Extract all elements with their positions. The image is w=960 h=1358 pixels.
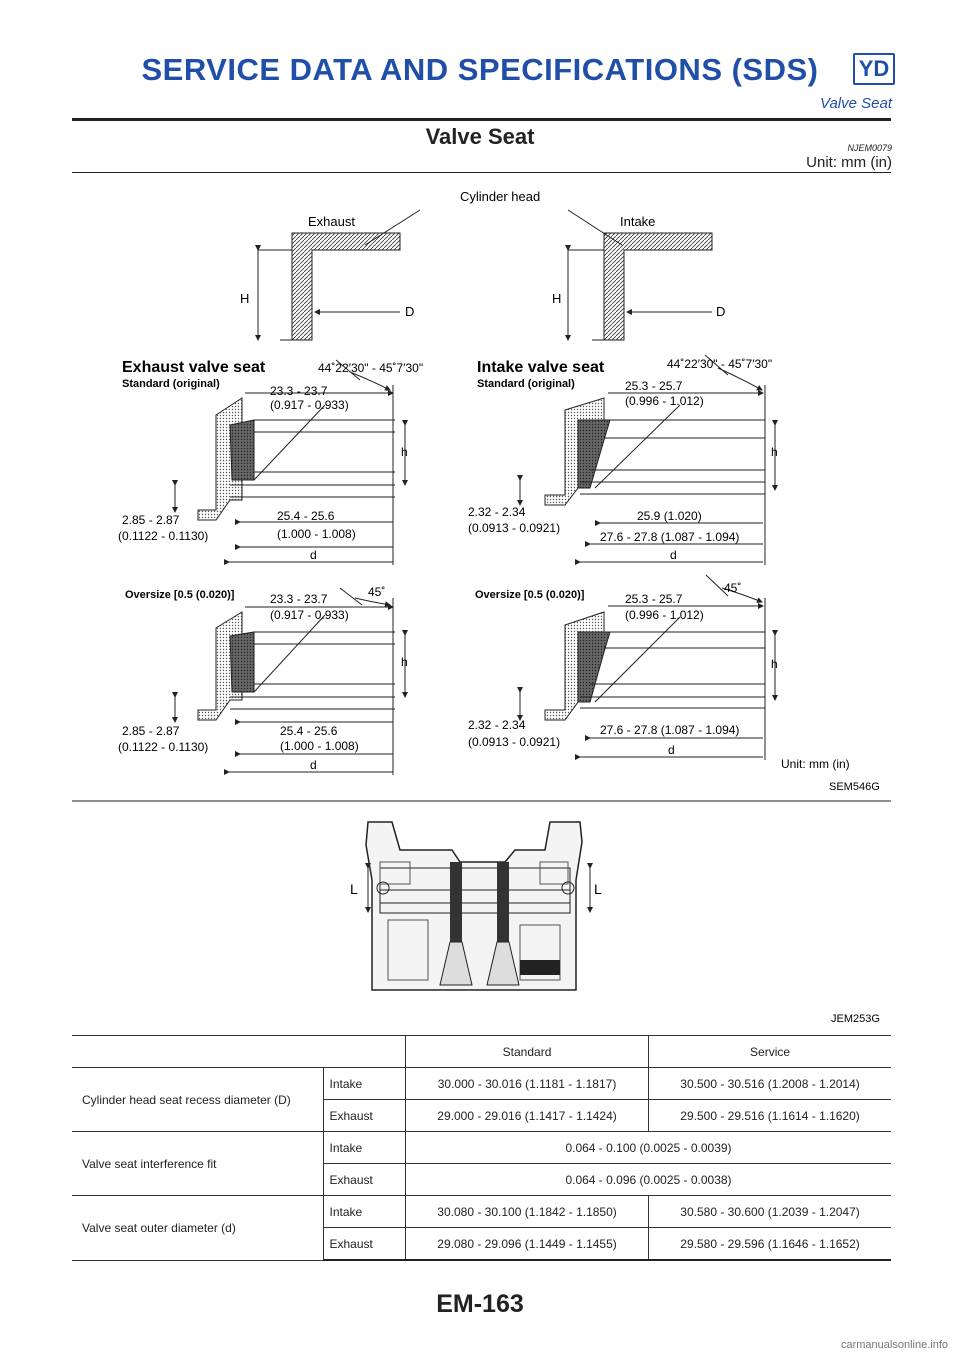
- svg-text:44˚22′30" - 45˚7′30": 44˚22′30" - 45˚7′30": [318, 361, 423, 375]
- label-h-intake: H: [552, 291, 561, 306]
- page-number: EM-163: [436, 1290, 524, 1318]
- svg-text:h: h: [401, 445, 408, 459]
- svg-text:23.3 - 23.7: 23.3 - 23.7: [270, 592, 328, 606]
- label-exhaust: Exhaust: [308, 214, 355, 229]
- section-rule: [72, 172, 891, 173]
- cylinder-head-section: Cylinder head Exhaust Intake H H D D: [240, 189, 725, 341]
- exhaust-oversize-seat: 45˚ 23.3 - 23.7 (0.917 - 0.933) h 2.85 -…: [118, 585, 408, 775]
- label-d-exhaust: D: [405, 304, 414, 319]
- svg-text:25.4 - 25.6: 25.4 - 25.6: [280, 724, 338, 738]
- svg-text:(0.1122 - 0.1130): (0.1122 - 0.1130): [118, 529, 208, 543]
- row-outer-diameter: Valve seat outer diameter (d): [72, 1195, 323, 1261]
- row-interference-fit: Valve seat interference fit: [72, 1131, 323, 1196]
- exhaust-title: Exhaust valve seat: [122, 359, 266, 376]
- svg-text:(0.0913 - 0.0921): (0.0913 - 0.0921): [468, 735, 560, 749]
- svg-text:25.9 (1.020): 25.9 (1.020): [637, 509, 702, 523]
- figure2-id: JEM253G: [831, 1013, 880, 1025]
- section-unit: Unit: mm (in): [806, 154, 892, 171]
- label-intake: Intake: [620, 214, 655, 229]
- svg-text:25.3 - 25.7: 25.3 - 25.7: [625, 592, 683, 606]
- svg-text:27.6 - 27.8 (1.087 - 1.094): 27.6 - 27.8 (1.087 - 1.094): [600, 723, 739, 737]
- svg-text:d: d: [310, 548, 317, 562]
- svg-text:h: h: [771, 445, 778, 459]
- intake-standard-seat: 44˚22′30" - 45˚7′30" 25.3 - 25.7 (0.996 …: [468, 354, 778, 565]
- intake-title: Intake valve seat: [477, 359, 605, 376]
- label-cylinder-head: Cylinder head: [460, 189, 540, 204]
- intake-oversize: Oversize [0.5 (0.020)]: [475, 589, 585, 601]
- intake-oversize-seat: 45˚ 25.3 - 25.7 (0.996 - 1.012) h 2.32 -…: [468, 574, 850, 771]
- svg-text:23.3 - 23.7: 23.3 - 23.7: [270, 384, 328, 398]
- svg-text:(0.1122 - 0.1130): (0.1122 - 0.1130): [118, 740, 208, 754]
- row-recess-diameter: Cylinder head seat recess diameter (D): [72, 1067, 323, 1132]
- svg-text:(0.996 - 1.012): (0.996 - 1.012): [625, 394, 704, 408]
- svg-text:h: h: [401, 655, 408, 669]
- svg-text:(0.917 - 0.933): (0.917 - 0.933): [270, 398, 349, 412]
- svg-text:(1.000 - 1.008): (1.000 - 1.008): [277, 527, 356, 541]
- svg-text:h: h: [771, 657, 778, 671]
- section-title: Valve Seat: [425, 124, 535, 149]
- svg-text:2.32 - 2.34: 2.32 - 2.34: [468, 718, 526, 732]
- svg-text:2.85 - 2.87: 2.85 - 2.87: [122, 513, 180, 527]
- svg-text:45˚: 45˚: [368, 585, 385, 599]
- engine-badge: YD: [853, 53, 895, 85]
- label-l-right: L: [594, 881, 602, 897]
- label-h-exhaust: H: [240, 291, 249, 306]
- exhaust-standard: Standard (original): [122, 378, 220, 390]
- svg-text:45˚: 45˚: [724, 581, 741, 595]
- figure1-id: SEM546G: [829, 781, 880, 793]
- svg-text:(1.000 - 1.008): (1.000 - 1.008): [280, 739, 359, 753]
- svg-text:(0.0913 - 0.0921): (0.0913 - 0.0921): [468, 521, 560, 535]
- label-d-intake: D: [716, 304, 725, 319]
- col-service: Service: [648, 1035, 891, 1068]
- header-title: SERVICE DATA AND SPECIFICATIONS (SDS): [141, 52, 819, 87]
- svg-text:(0.917 - 0.933): (0.917 - 0.933): [270, 608, 349, 622]
- svg-text:25.4 - 25.6: 25.4 - 25.6: [277, 509, 335, 523]
- section-code: NJEM0079: [847, 143, 892, 153]
- valve-seat-spec-table: Standard Service Cylinder head seat rece…: [72, 1035, 891, 1261]
- watermark: carmanualsonline.info: [840, 1339, 948, 1351]
- col-standard: Standard: [404, 1035, 649, 1068]
- exhaust-oversize: Oversize [0.5 (0.020)]: [125, 589, 235, 601]
- intake-standard: Standard (original): [477, 378, 575, 390]
- svg-text:d: d: [310, 758, 317, 772]
- svg-text:2.32 - 2.34: 2.32 - 2.34: [468, 505, 526, 519]
- figure-unit: Unit: mm (in): [781, 757, 850, 771]
- svg-text:2.85 - 2.87: 2.85 - 2.87: [122, 724, 180, 738]
- svg-text:44˚22′30" - 45˚7′30": 44˚22′30" - 45˚7′30": [667, 357, 772, 371]
- label-l-left: L: [350, 881, 358, 897]
- svg-text:d: d: [668, 743, 675, 757]
- header-rule: [72, 118, 891, 121]
- svg-text:25.3 - 25.7: 25.3 - 25.7: [625, 379, 683, 393]
- exhaust-standard-seat: 44˚22′30" - 45˚7′30" 23.3 - 23.7 (0.917 …: [118, 359, 423, 565]
- svg-text:d: d: [670, 548, 677, 562]
- svg-text:27.6 - 27.8 (1.087 - 1.094): 27.6 - 27.8 (1.087 - 1.094): [600, 530, 739, 544]
- svg-text:(0.996 - 1.012): (0.996 - 1.012): [625, 608, 704, 622]
- header-subtitle: Valve Seat: [820, 95, 892, 112]
- cylinder-head-crosssection: L L: [350, 821, 602, 991]
